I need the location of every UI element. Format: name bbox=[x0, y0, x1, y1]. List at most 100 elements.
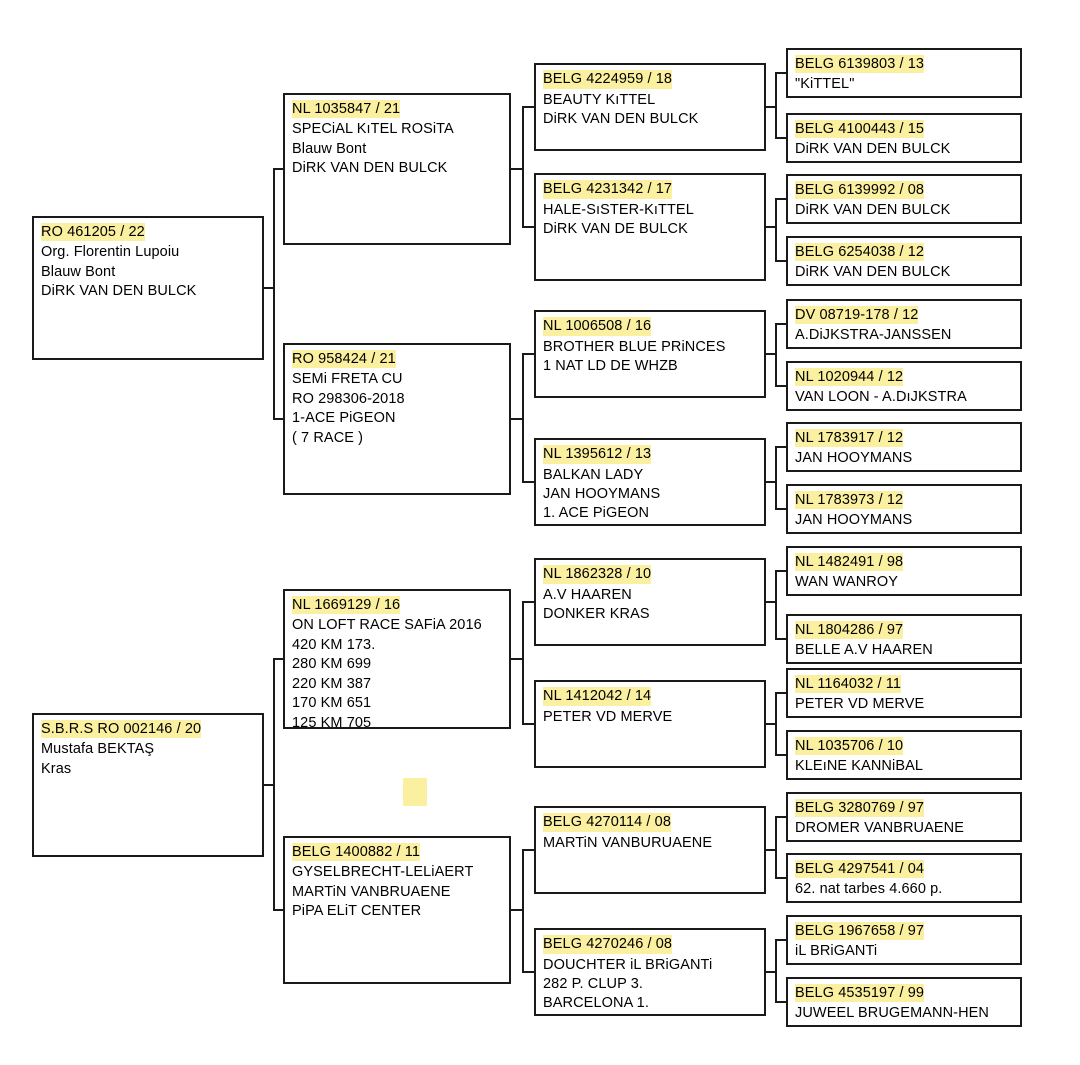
connector-branch bbox=[776, 260, 786, 262]
pedigree-line: JAN HOOYMANS bbox=[795, 512, 913, 528]
pedigree-line: DiRK VAN DE BULCK bbox=[543, 221, 688, 237]
pedigree-line: DONKER KRAS bbox=[543, 606, 650, 622]
pedigree-ref: NL 1482491 / 98 bbox=[795, 553, 904, 571]
pedigree-ref: BELG 3280769 / 97 bbox=[795, 799, 925, 817]
pedigree-node-g4-16[interactable]: BELG 4535197 / 99 JUWEEL BRUGEMANN-HEN bbox=[786, 977, 1022, 1027]
connector-branch bbox=[523, 601, 534, 603]
connector-stem bbox=[766, 106, 776, 108]
pedigree-ref: NL 1006508 / 16 bbox=[543, 317, 652, 336]
connector-branch bbox=[776, 570, 786, 572]
pedigree-line: 170 KM 651 bbox=[292, 695, 372, 711]
pedigree-ref: NL 1783917 / 12 bbox=[795, 429, 904, 447]
connector-spine bbox=[522, 106, 524, 228]
pedigree-ref: RO 958424 / 21 bbox=[292, 350, 396, 368]
pedigree-line: BARCELONA 1. bbox=[543, 995, 649, 1011]
pedigree-line: RO 298306-2018 bbox=[292, 390, 405, 407]
pedigree-ref: NL 1783973 / 12 bbox=[795, 491, 904, 509]
pedigree-line: HALE-SıSTER-KıTTEL bbox=[543, 202, 694, 218]
pedigree-line: SEMi FRETA CU bbox=[292, 371, 403, 387]
connector-stem bbox=[511, 909, 523, 911]
pedigree-ref: BELG 6254038 / 12 bbox=[795, 243, 925, 261]
pedigree-line: BELLE A.V HAAREN bbox=[795, 642, 933, 658]
connector-branch bbox=[776, 638, 786, 640]
pedigree-line: KLEıNE KANNiBAL bbox=[795, 758, 924, 774]
pedigree-node-g4-8[interactable]: NL 1783973 / 12 JAN HOOYMANS bbox=[786, 484, 1022, 534]
connector-branch bbox=[776, 137, 786, 139]
connector-stem bbox=[766, 353, 776, 355]
pedigree-ref: BELG 1967658 / 97 bbox=[795, 922, 925, 940]
connector-branch bbox=[523, 723, 534, 725]
connector-stem bbox=[511, 168, 523, 170]
pedigree-line: "KiTTEL" bbox=[795, 76, 855, 92]
pedigree-line: PiPA ELiT CENTER bbox=[292, 903, 422, 919]
pedigree-node-g2-2[interactable]: RO 958424 / 21 SEMi FRETA CU RO 298306-201… bbox=[283, 343, 511, 495]
pedigree-ref: NL 1412042 / 14 bbox=[543, 687, 652, 706]
connector-spine bbox=[775, 72, 777, 139]
pedigree-node-g3-6[interactable]: NL 1412042 / 14 PETER VD MERVE bbox=[534, 680, 766, 768]
connector-spine bbox=[273, 658, 275, 911]
pedigree-line: GYSELBRECHT-LELiAERT bbox=[292, 864, 474, 880]
connector-spine bbox=[775, 939, 777, 1003]
connector-stem bbox=[766, 971, 776, 973]
connector-branch bbox=[274, 658, 283, 660]
pedigree-ref: NL 1035847 / 21 bbox=[292, 100, 401, 118]
pedigree-node-g4-15[interactable]: BELG 1967658 / 97 iL BRiGANTi bbox=[786, 915, 1022, 965]
pedigree-ref: BELG 4535197 / 99 bbox=[795, 984, 925, 1002]
pedigree-line: 1-ACE PiGEON bbox=[292, 410, 396, 426]
pedigree-ref: BELG 4270114 / 08 bbox=[543, 813, 672, 832]
pedigree-line: Kras bbox=[41, 760, 72, 777]
pedigree-line: iL BRiGANTi bbox=[795, 943, 878, 959]
connector-stem bbox=[511, 418, 523, 420]
connector-spine bbox=[273, 168, 275, 420]
pedigree-line: 220 KM 387 bbox=[292, 675, 372, 692]
pedigree-line: Blauw Bont bbox=[292, 140, 367, 157]
pedigree-line: BALKAN LADY bbox=[543, 467, 644, 483]
connector-spine bbox=[775, 323, 777, 387]
pedigree-line: JUWEEL BRUGEMANN-HEN bbox=[795, 1005, 990, 1021]
pedigree-node-g4-1[interactable]: BELG 6139803 / 13 "KiTTEL" bbox=[786, 48, 1022, 98]
connector-spine bbox=[522, 849, 524, 973]
pedigree-line: ( 7 RACE ) bbox=[292, 429, 364, 446]
pedigree-ref: RO 461205 / 22 bbox=[41, 223, 145, 241]
connector-branch bbox=[523, 226, 534, 228]
connector-branch bbox=[274, 909, 283, 911]
pedigree-line: Org. Florentin Lupoiu bbox=[41, 244, 180, 260]
connector-stem bbox=[766, 723, 776, 725]
connector-branch bbox=[274, 168, 283, 170]
connector-branch bbox=[776, 816, 786, 818]
pedigree-line: BEAUTY KıTTEL bbox=[543, 92, 656, 108]
connector-branch bbox=[274, 418, 283, 420]
pedigree-ref: BELG 4100443 / 15 bbox=[795, 120, 925, 138]
connector-branch bbox=[776, 198, 786, 200]
pedigree-line: ON LOFT RACE SAFiA 2016 bbox=[292, 617, 482, 633]
pedigree-line: PETER VD MERVE bbox=[543, 709, 673, 725]
pedigree-ref: BELG 6139803 / 13 bbox=[795, 55, 925, 73]
pedigree-line: DOUCHTER iL BRiGANTi bbox=[543, 957, 713, 973]
connector-branch bbox=[776, 939, 786, 941]
pedigree-ref: BELG 1400882 / 11 bbox=[292, 843, 421, 861]
